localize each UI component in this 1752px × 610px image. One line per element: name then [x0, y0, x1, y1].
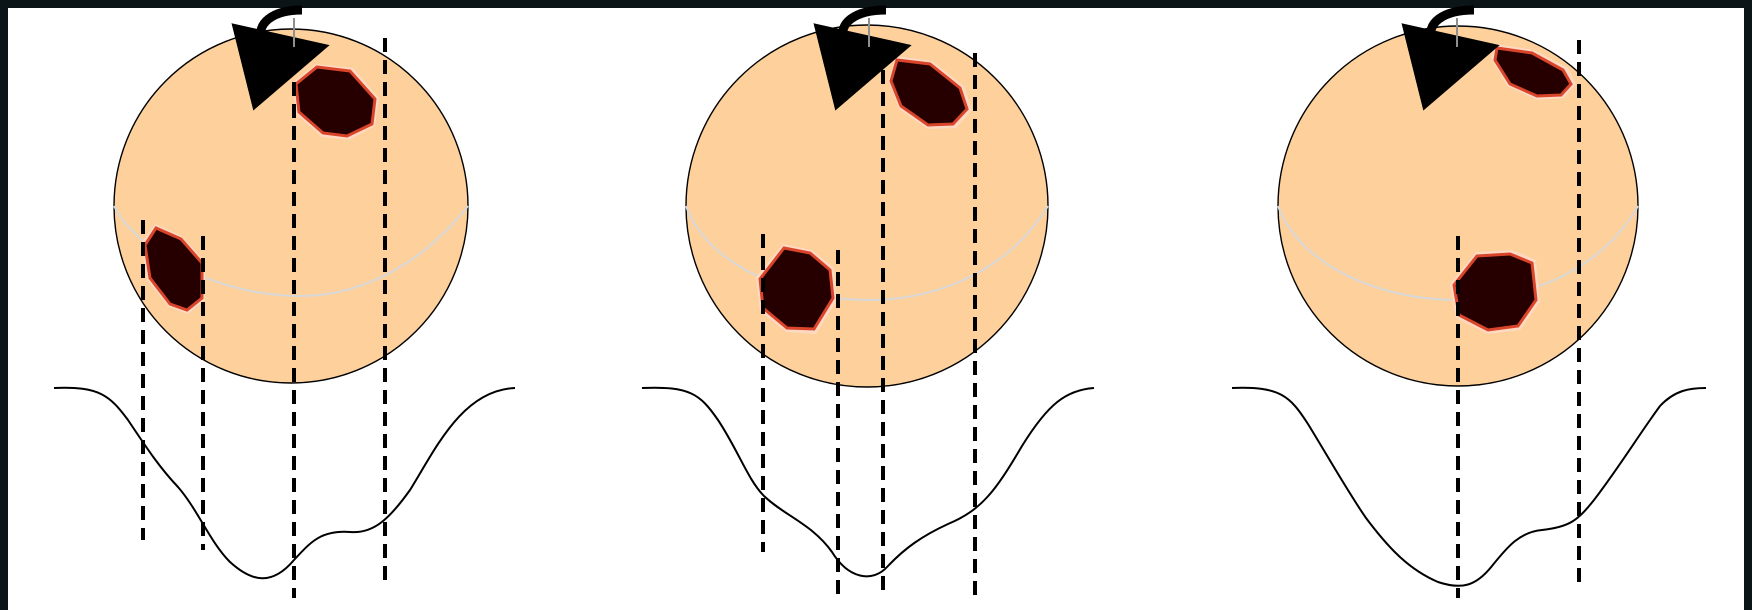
panel-3: [1232, 10, 1706, 598]
light-curve: [54, 388, 515, 579]
panel-1: [54, 10, 515, 598]
light-curve: [1232, 388, 1706, 586]
panel-2: [642, 10, 1094, 598]
light-curve: [642, 388, 1094, 577]
star-disk: [686, 25, 1048, 387]
star-disk: [114, 29, 468, 383]
